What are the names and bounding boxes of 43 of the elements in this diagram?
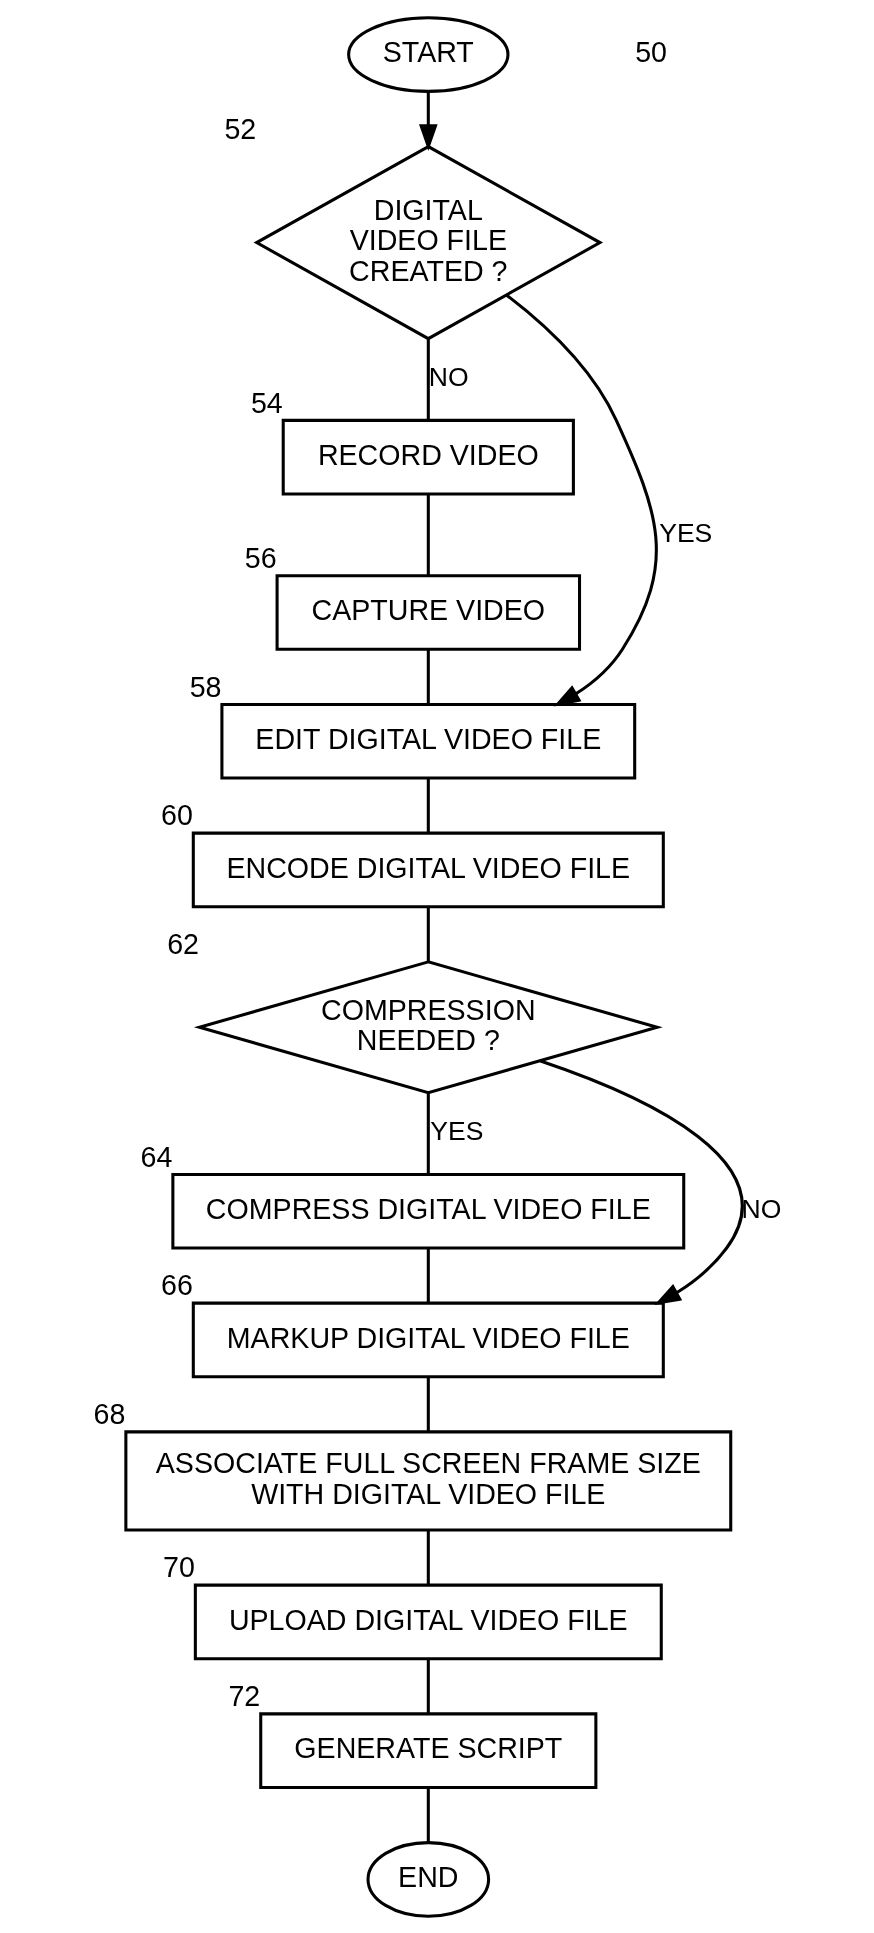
connector [426,649,430,704]
node-label: 64 [140,1140,172,1173]
arrow [418,91,438,151]
node-label: 60 [160,798,193,831]
node-diamond: COMPRESSION NEEDED ? [193,959,663,1094]
node-box: RECORD VIDEO [281,418,575,495]
connector [426,338,430,420]
node-ellipse: END [366,1840,490,1918]
connector [426,906,430,962]
connector [426,493,430,576]
node-box: GENERATE SCRIPT [258,1711,597,1789]
arrow [504,293,658,706]
node-diamond: DIGITAL VIDEO FILE CREATED ? [253,144,603,340]
edge-label: NO [740,1193,781,1224]
node-label: 54 [250,386,283,419]
edge-label: YES [429,1115,483,1146]
node-box: ENCODE DIGITAL VIDEO FILE [191,831,665,908]
label: 50 [634,35,667,68]
arrow [539,1059,743,1305]
node-label: 66 [160,1268,193,1301]
node-box: COMPRESS DIGITAL VIDEO FILE [170,1172,685,1249]
connector [426,1658,430,1714]
node-box: UPLOAD DIGITAL VIDEO FILE [193,1583,663,1660]
node-label: 72 [227,1679,260,1712]
node-box: CAPTURE VIDEO [275,573,581,651]
node-label: 68 [93,1397,125,1430]
node-box: ASSOCIATE FULL SCREEN FRAME SIZE WITH DIGITAL VIDEO FILE [123,1429,732,1531]
connector [426,1529,430,1585]
connector [426,1092,430,1174]
node-label: 56 [244,541,277,574]
connector [426,1787,430,1842]
connector [426,1248,430,1303]
node-label: 52 [223,112,256,145]
connector [426,778,430,833]
node-box: EDIT DIGITAL VIDEO FILE [219,702,636,779]
edge-label: NO [428,361,469,392]
node-ellipse: START [346,15,509,93]
node-label: 70 [162,1550,195,1583]
node-label: 62 [166,927,199,960]
node-label: 58 [189,670,221,703]
edge-label: YES [658,517,712,548]
connector [426,1376,430,1431]
node-box: MARKUP DIGITAL VIDEO FILE [191,1301,665,1378]
